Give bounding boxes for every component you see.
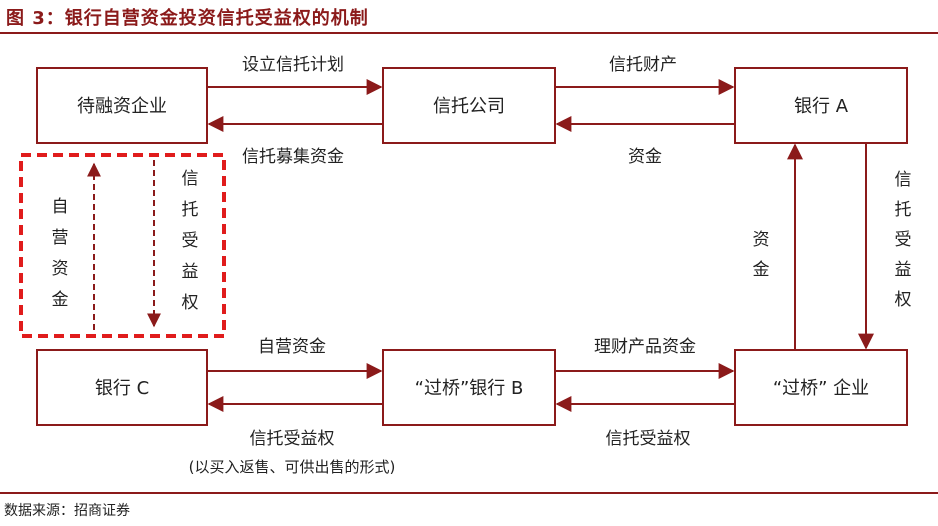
label-trust-beneficiary-right-right: 信托受益权 <box>895 170 912 310</box>
node-trust-company <box>382 67 556 144</box>
node-bridge-enterprise-label: “过桥” 企业 <box>773 378 869 399</box>
node-bridge-enterprise <box>734 349 908 426</box>
node-enterprise-financing <box>36 67 208 144</box>
node-bank-a <box>734 67 908 144</box>
node-bridge-bank-b <box>382 349 556 426</box>
figure-title: 图 3：银行自营资金投资信托受益权的机制 <box>6 8 369 29</box>
node-enterprise-financing-label: 待融资企业 <box>77 96 167 117</box>
label-own-funds-vertical: 自营资金 <box>52 197 69 310</box>
node-bank-c <box>36 349 208 426</box>
node-bank-c-label: 银行 C <box>95 378 149 399</box>
source-divider <box>0 492 938 494</box>
node-bridge-bank-b-label: “过桥”银行 B <box>415 378 524 399</box>
label-trust-beneficiary-right-dashed: 信托受益权 <box>182 169 199 313</box>
highlight-dashed-box <box>19 153 226 338</box>
data-source: 数据来源：招商证券 <box>4 503 130 519</box>
label-trust-beneficiary-right-bottom-right: 信托受益权 <box>606 429 691 449</box>
node-bank-a-label: 银行 A <box>794 96 849 117</box>
label-repo-note: (以买入返售、可供出售的形式) <box>189 458 396 476</box>
label-trust-property: 信托财产 <box>609 55 677 75</box>
label-wealth-product-funds: 理财产品资金 <box>594 337 696 357</box>
label-own-funds: 自营资金 <box>258 337 326 357</box>
label-funds-vertical: 资金 <box>753 230 770 280</box>
label-trust-raised-funds: 信托募集资金 <box>242 147 344 167</box>
title-divider <box>0 32 938 34</box>
label-funds-top: 资金 <box>628 147 662 167</box>
node-trust-company-label: 信托公司 <box>433 96 505 117</box>
label-trust-beneficiary-right-bottom-left: 信托受益权 <box>250 429 335 449</box>
label-set-trust-plan: 设立信托计划 <box>242 55 344 75</box>
